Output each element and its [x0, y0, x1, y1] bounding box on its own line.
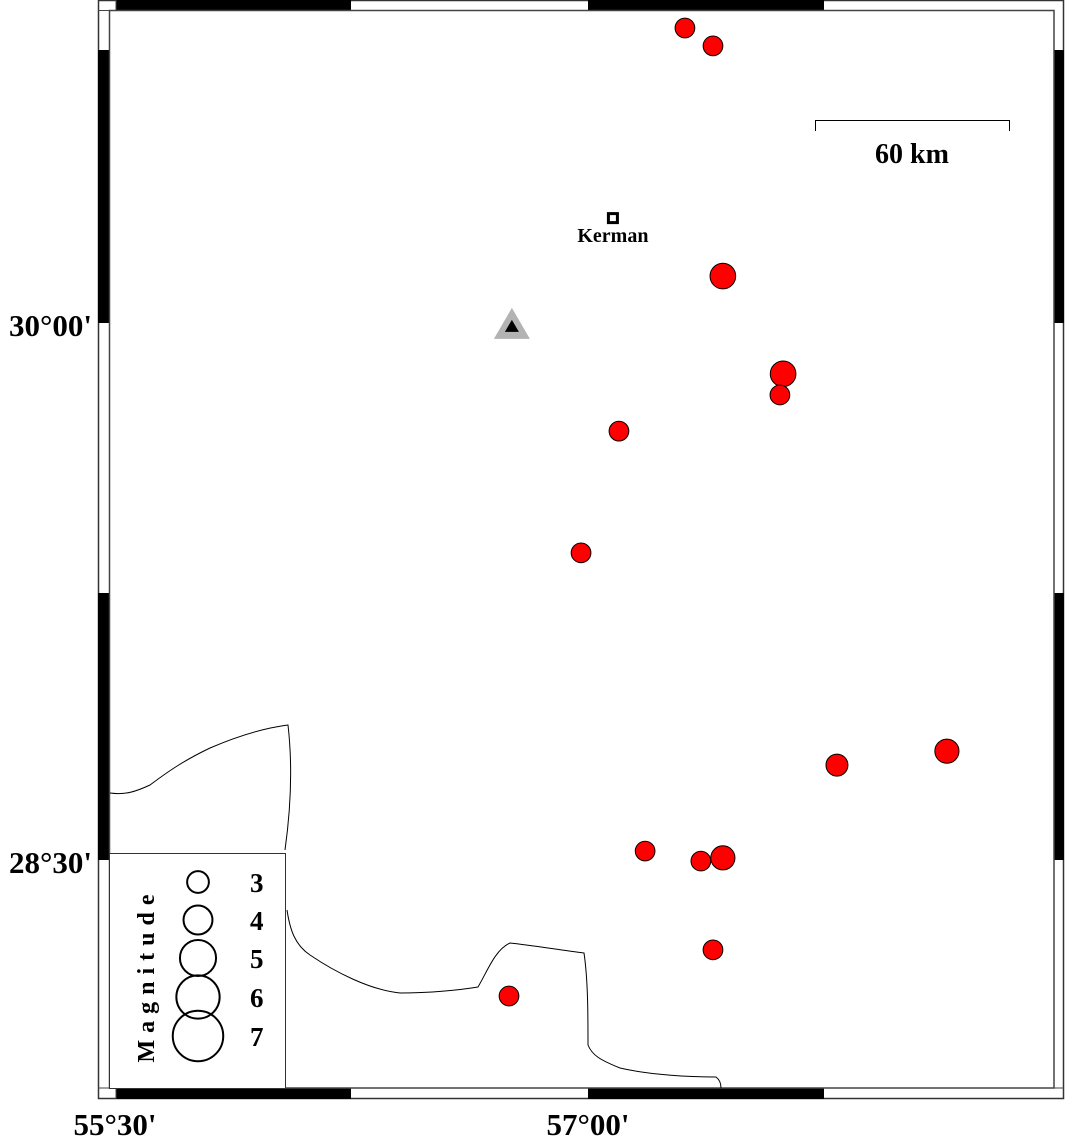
legend-label: 3	[250, 868, 264, 898]
earthquake-event-9	[934, 738, 960, 764]
legend-label: 4	[250, 906, 264, 936]
earthquake-event-12	[710, 845, 736, 871]
scale-bar-label: 60 km	[875, 139, 949, 170]
legend-label: 6	[250, 983, 264, 1013]
earthquake-event-13	[702, 939, 724, 961]
legend-circle-mag-6	[175, 974, 221, 1020]
earthquake-event-1	[674, 17, 696, 39]
city-label: Kerman	[577, 225, 648, 247]
legend-label: 7	[250, 1022, 264, 1052]
earthquake-event-11	[690, 850, 712, 872]
legend-circle-mag-4	[182, 904, 214, 936]
lon-tick-label: 57°00'	[546, 1107, 629, 1138]
earthquake-event-4	[769, 360, 797, 388]
earthquake-events	[498, 17, 960, 1007]
coastline	[109, 724, 722, 1089]
lon-tick-label: 55°30'	[73, 1107, 156, 1138]
seismic-station-icon	[493, 307, 530, 339]
legend-circle-mag-7	[171, 1009, 225, 1063]
scale-bar: 60 km	[815, 120, 1010, 170]
earthquake-event-8	[825, 753, 849, 777]
earthquake-event-3	[709, 262, 737, 290]
lat-tick-label: 30°00'	[9, 308, 92, 343]
city-square-icon	[606, 212, 619, 225]
city-marker: Kerman	[577, 212, 648, 247]
lat-tick-label: 28°30'	[9, 845, 92, 880]
earthquake-event-5	[769, 384, 791, 406]
earthquake-event-6	[608, 420, 630, 442]
earthquake-event-14	[498, 985, 520, 1007]
earthquake-event-7	[570, 542, 592, 564]
magnitude-legend: Magnitude 3 4 5 6 7	[109, 853, 286, 1089]
earthquake-event-10	[634, 840, 656, 862]
earthquake-event-2	[702, 35, 724, 57]
legend-label: 5	[250, 944, 264, 974]
legend-title: Magnitude	[134, 887, 160, 1062]
legend-circle-mag-3	[186, 870, 210, 894]
